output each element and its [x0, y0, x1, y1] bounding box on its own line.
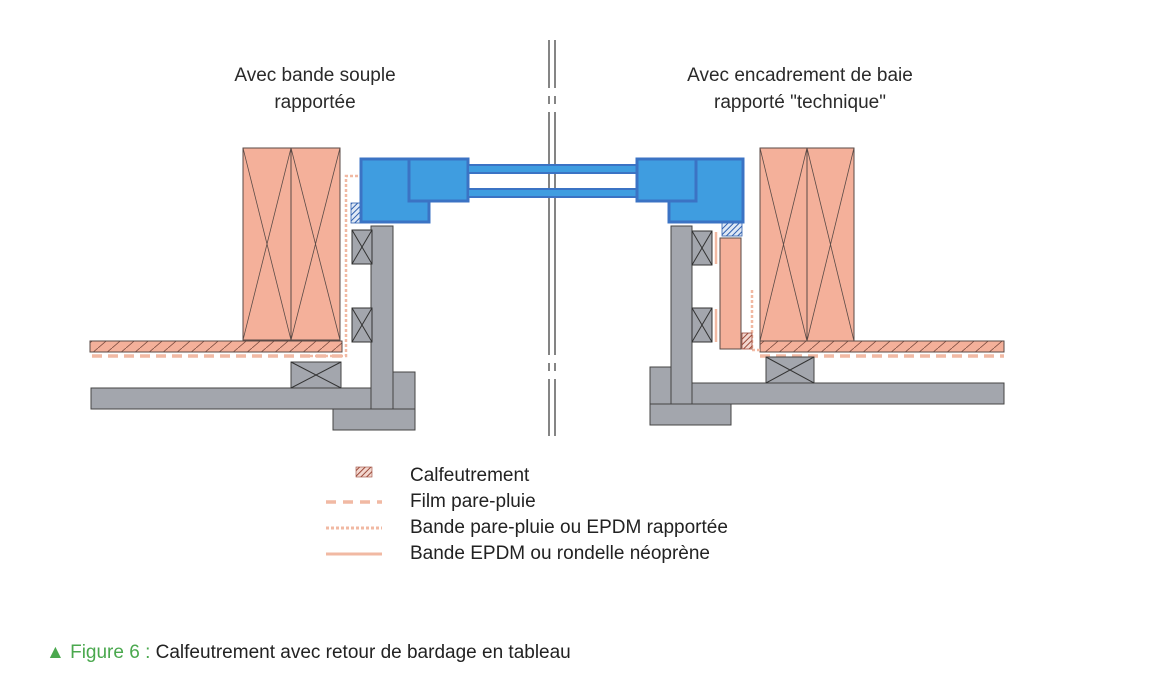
triangle-icon: ▲: [46, 642, 65, 663]
wood-post-left: [242, 147, 341, 341]
legend-item-film: Film pare-pluie: [325, 489, 845, 515]
right-detail-title: Avec encadrement de baie rapporté "techn…: [630, 62, 970, 116]
legend-item-bande-epdm: Bande EPDM ou rondelle néoprène: [325, 541, 845, 567]
legend-label: Bande EPDM ou rondelle néoprène: [410, 543, 710, 564]
shim-blocks-right: [691, 230, 713, 343]
left-title-line1: Avec bande souple: [234, 65, 396, 86]
left-detail-title: Avec bande souple rapportée: [190, 62, 440, 116]
bande-rapportee-left: [300, 174, 360, 358]
window-frame-right: [635, 157, 745, 224]
legend-label: Calfeutrement: [410, 465, 530, 486]
figure-caption: ▲ Figure 6 : Calfeutrement avec retour d…: [46, 640, 571, 666]
right-detail: [635, 147, 1005, 426]
legend-item-bande-rapportee: Bande pare-pluie ou EPDM rapportée: [325, 515, 845, 541]
legend-label: Film pare-pluie: [410, 491, 536, 512]
shim-blocks-left: [351, 229, 373, 343]
legend-label: Bande pare-pluie ou EPDM rapportée: [410, 517, 728, 538]
encadrement-baie: [719, 237, 742, 350]
caption-text: Calfeutrement avec retour de bardage en …: [155, 642, 571, 663]
wood-post-right: [759, 147, 855, 342]
bande-rapportee-right: [750, 290, 760, 352]
calfeutrement-right-top: [721, 221, 743, 237]
spacer-block-right: [765, 356, 815, 384]
legend-item-calfeutrement: Calfeutrement: [325, 463, 845, 489]
cladding-right: [759, 340, 1005, 353]
calfeutrement-left: [350, 202, 361, 224]
window-frame-left: [359, 157, 470, 224]
right-title-line1: Avec encadrement de baie: [687, 65, 913, 86]
figure-number: Figure 6 :: [70, 642, 151, 663]
left-detail: [89, 147, 470, 431]
left-title-line2: rapportée: [274, 92, 356, 113]
section-break-line: [548, 40, 556, 436]
calfeutrement-right-bottom: [741, 332, 753, 350]
legend-swatch-calfeutrement: [355, 466, 373, 478]
steel-profile-left: [90, 225, 416, 431]
legend-swatches: [326, 466, 382, 556]
glazing-bars: [467, 164, 638, 198]
cladding-left: [89, 340, 343, 353]
right-title-line2: rapporté "technique": [714, 92, 886, 113]
spacer-block-left: [290, 361, 342, 389]
steel-profile-right: [649, 225, 1005, 426]
